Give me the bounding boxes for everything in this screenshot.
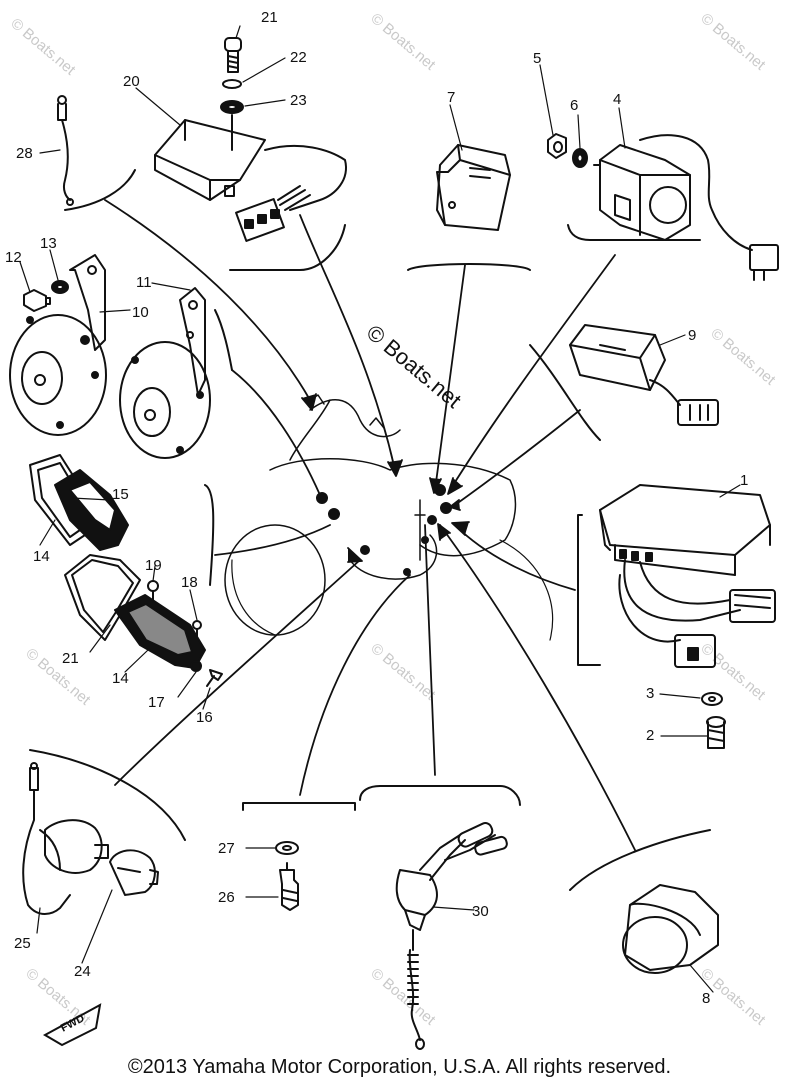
reflector-20 <box>64 554 141 641</box>
callout-1: 1 <box>740 472 748 489</box>
switch-25 <box>44 819 159 896</box>
wire-29 <box>57 95 74 206</box>
washer-6 <box>572 148 588 168</box>
watermark: © Boats.net <box>707 325 779 389</box>
watermark: © Boats.net <box>367 10 439 74</box>
washer-23 <box>222 79 242 89</box>
callout-14-top: 14 <box>33 548 50 565</box>
sensor-30 <box>395 822 508 1050</box>
callout-22: 21 <box>261 9 278 26</box>
bolt-12 <box>23 289 51 312</box>
unit-8 <box>622 884 719 974</box>
watermark: © Boats.net <box>7 15 79 79</box>
callout-28: 27 <box>218 840 235 857</box>
starter-relay-4 <box>593 134 779 281</box>
motorcycle-outline <box>224 394 554 641</box>
callout-23: 22 <box>290 49 307 66</box>
callout-15: 15 <box>112 486 129 503</box>
nut-5 <box>547 133 567 159</box>
watermark: © Boats.net <box>367 965 439 1029</box>
callout-leaders <box>19 25 741 993</box>
unit-9 <box>569 324 719 426</box>
callout-18: 18 <box>181 574 198 591</box>
wire-26 <box>22 762 71 915</box>
washer-3 <box>701 692 723 706</box>
callout-29: 28 <box>16 145 33 162</box>
reflector-14-bottom <box>114 594 206 669</box>
callout-17: 17 <box>148 694 165 711</box>
bolt-2 <box>706 716 726 749</box>
bolt-22 <box>224 37 242 73</box>
callout-20: 21 <box>62 650 79 667</box>
callout-14-bottom: 14 <box>112 670 129 687</box>
callout-21: 20 <box>123 73 140 90</box>
washer-24 <box>220 100 244 114</box>
callout-13: 13 <box>40 235 57 252</box>
relay-21 <box>154 114 347 242</box>
center-watermark: © Boats.net <box>362 320 466 413</box>
callout-7: 7 <box>447 89 455 106</box>
watermark: © Boats.net <box>22 645 94 709</box>
nut-17 <box>190 660 202 672</box>
copyright-notice: ©2013 Yamaha Motor Corporation, U.S.A. A… <box>127 1056 672 1078</box>
watermark: © Boats.net <box>367 640 439 704</box>
callout-24: 23 <box>290 92 307 109</box>
callout-4: 4 <box>613 91 621 108</box>
washer-28 <box>275 841 299 855</box>
leader-lines <box>104 199 636 851</box>
callout-6: 6 <box>570 97 578 114</box>
fwd-label: FWD <box>59 1012 87 1034</box>
callout-2: 2 <box>646 727 654 744</box>
callout-labels: 21 22 23 20 28 7 5 6 4 9 1 3 2 12 13 11 … <box>5 9 748 1007</box>
flasher-7 <box>436 144 511 231</box>
screw-18 <box>192 620 202 637</box>
group-brackets <box>29 169 711 891</box>
plug-27 <box>279 862 299 911</box>
watermark: © Boats.net <box>697 640 769 704</box>
callout-26: 25 <box>14 935 31 952</box>
horn-11 <box>119 287 211 459</box>
callout-11: 11 <box>136 274 152 291</box>
callout-8: 8 <box>702 990 710 1007</box>
callout-10: 10 <box>132 304 149 321</box>
reflector-15 <box>54 469 129 551</box>
callout-12: 12 <box>5 249 22 266</box>
horn-10 <box>9 254 107 436</box>
callout-25: 24 <box>74 963 91 980</box>
cdi-unit-1 <box>599 484 776 668</box>
callout-5: 5 <box>533 50 541 67</box>
callout-16: 16 <box>196 709 213 726</box>
callout-27: 26 <box>218 889 235 906</box>
callout-9: 9 <box>688 327 696 344</box>
screw-16 <box>206 669 223 687</box>
callout-3: 3 <box>646 685 654 702</box>
callout-19: 19 <box>145 557 162 574</box>
callout-30: 30 <box>472 903 489 920</box>
washer-13 <box>51 280 69 294</box>
watermark: © Boats.net <box>697 10 769 74</box>
